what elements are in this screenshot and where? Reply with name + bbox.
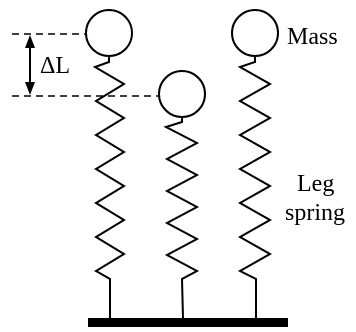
spring-left — [92, 56, 126, 318]
leg-left — [85, 9, 133, 318]
leg-spring-label-line2: spring — [285, 200, 345, 226]
mass-label: Mass — [287, 24, 338, 50]
mass-middle — [158, 70, 206, 118]
ground-bar — [88, 318, 288, 327]
leg-spring-label-line1: Leg — [297, 171, 334, 197]
mass-left — [85, 9, 133, 57]
delta-l-arrow — [25, 35, 35, 95]
leg-right — [231, 9, 279, 318]
delta-l-label: ΔL — [40, 53, 70, 79]
spring-right — [237, 56, 273, 318]
mass-right — [231, 9, 279, 57]
spring-middle — [163, 117, 200, 319]
leg-middle — [158, 70, 206, 319]
